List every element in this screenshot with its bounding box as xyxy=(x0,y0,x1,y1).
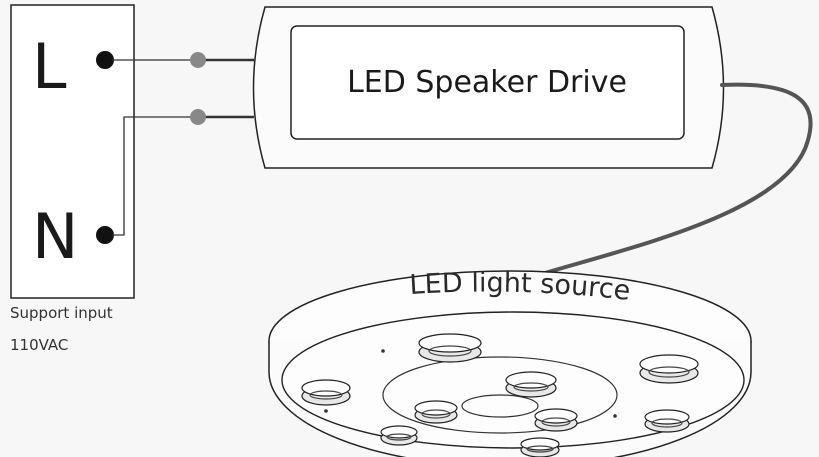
output-cable xyxy=(543,82,813,275)
led-emitter xyxy=(520,437,560,457)
led-emitter xyxy=(505,371,557,398)
support-input-label: Support input xyxy=(10,304,113,322)
driver-label: LED Speaker Drive xyxy=(347,65,627,100)
connector-dot-neutral xyxy=(190,109,206,125)
terminal-label-neutral: N xyxy=(32,200,78,273)
led-emitter xyxy=(301,379,351,406)
input-wires xyxy=(112,58,254,236)
led-emitter xyxy=(644,409,690,433)
terminal-dot-neutral xyxy=(96,226,114,244)
led-emitter xyxy=(418,333,482,363)
led-emitter xyxy=(639,354,699,384)
connector-dot-line xyxy=(190,52,206,68)
driver-label-panel xyxy=(290,25,685,140)
terminal-label-line: L xyxy=(32,30,67,103)
led-emitter xyxy=(380,425,418,446)
support-voltage-label: 110VAC xyxy=(10,336,69,354)
led-emitter xyxy=(534,408,578,432)
terminal-dot-line xyxy=(96,51,114,69)
led-emitter xyxy=(414,400,458,424)
terminal-block xyxy=(10,4,135,299)
